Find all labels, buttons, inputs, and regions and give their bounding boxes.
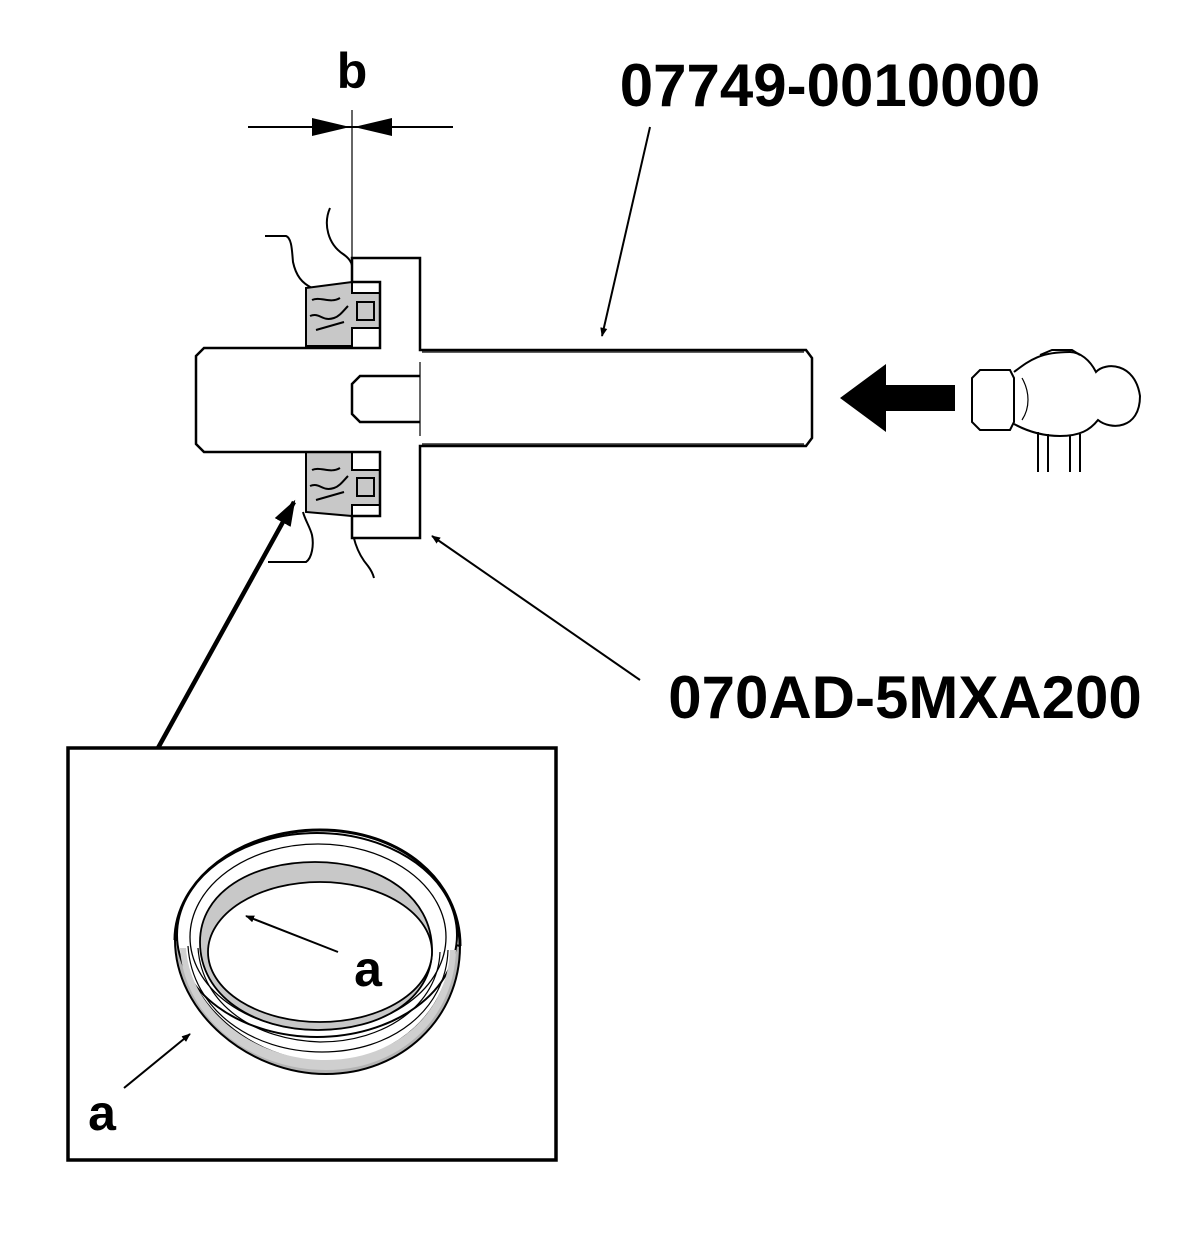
inner-surface-leader (245, 915, 339, 953)
arrow-left-icon (840, 364, 955, 432)
outer-surface-label: a (88, 1085, 117, 1141)
dimension-arrow-right (312, 118, 350, 136)
attachment-leader (431, 535, 641, 681)
outer-surface-leader (123, 1033, 191, 1089)
seal-callout-leader (156, 499, 296, 750)
seal-section-lower (305, 451, 381, 518)
hammer-icon (971, 349, 1142, 472)
dimension-arrow-left (354, 118, 392, 136)
seal-detail-inset: a a (66, 746, 558, 1162)
installer-attachment (194, 256, 814, 540)
oil-seal (173, 828, 462, 1076)
driver-handle-leader (600, 126, 651, 337)
driver-handle-label: 07749-0010000 (620, 52, 1040, 119)
dimension-label: b (337, 43, 368, 99)
driver-handle (422, 351, 804, 445)
seal-section-upper (305, 280, 381, 347)
inner-surface-label: a (354, 941, 383, 997)
dimension-b: b (248, 43, 453, 262)
attachment-label: 070AD-5MXA200 (668, 664, 1142, 731)
